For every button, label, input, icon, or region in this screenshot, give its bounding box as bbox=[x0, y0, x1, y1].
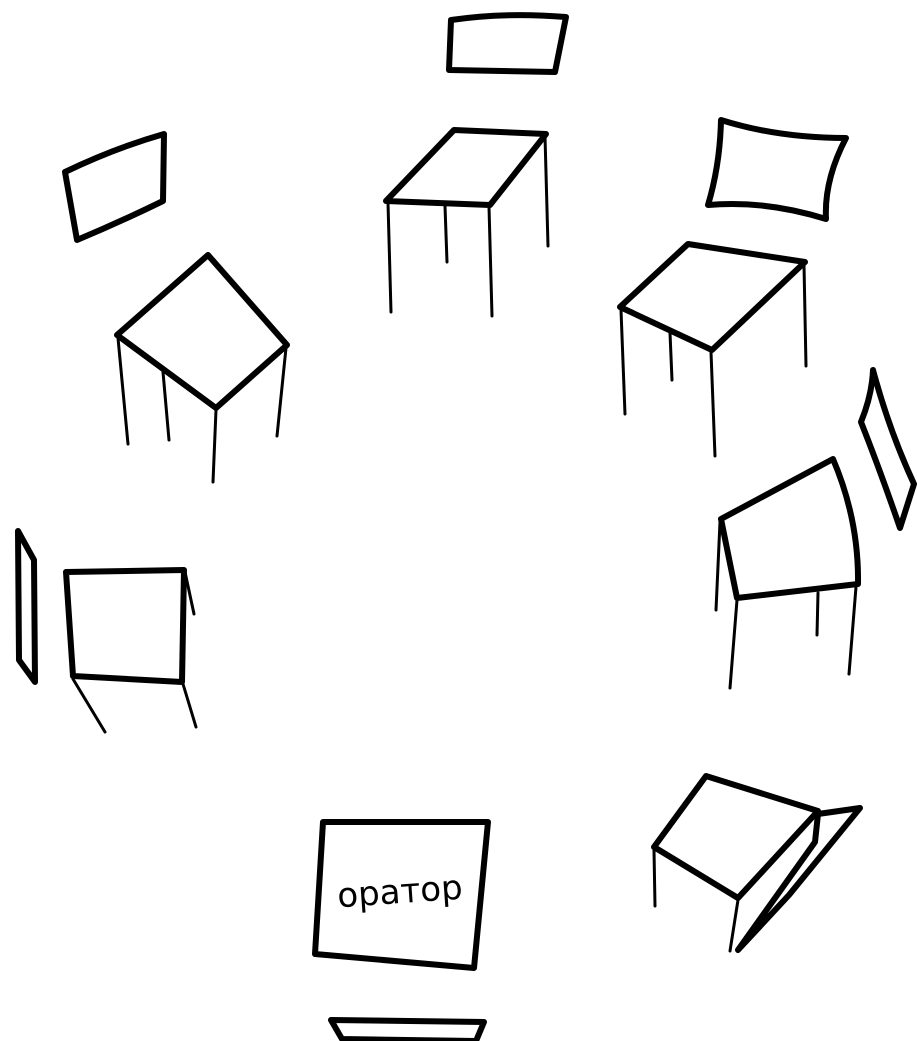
table-upper-right bbox=[620, 244, 806, 456]
speaker-chair bbox=[331, 1020, 484, 1041]
table-left bbox=[66, 570, 196, 732]
chair-right bbox=[861, 370, 914, 528]
group-top bbox=[386, 15, 566, 316]
group-upper-left bbox=[65, 134, 287, 482]
chair-upper-left bbox=[65, 134, 164, 240]
table-right bbox=[716, 459, 858, 688]
group-upper-right bbox=[620, 120, 846, 456]
chair-top bbox=[449, 15, 566, 72]
speaker-label: оратор bbox=[336, 868, 464, 917]
group-lower-right bbox=[654, 776, 860, 951]
group-right bbox=[716, 370, 914, 688]
table-lower-right bbox=[654, 776, 818, 951]
group-left bbox=[18, 531, 196, 732]
chair-left bbox=[18, 531, 35, 682]
table-upper-left bbox=[117, 255, 287, 482]
chair-upper-right bbox=[708, 120, 846, 219]
table-top bbox=[386, 130, 548, 316]
group-speaker: оратор bbox=[315, 822, 488, 1041]
